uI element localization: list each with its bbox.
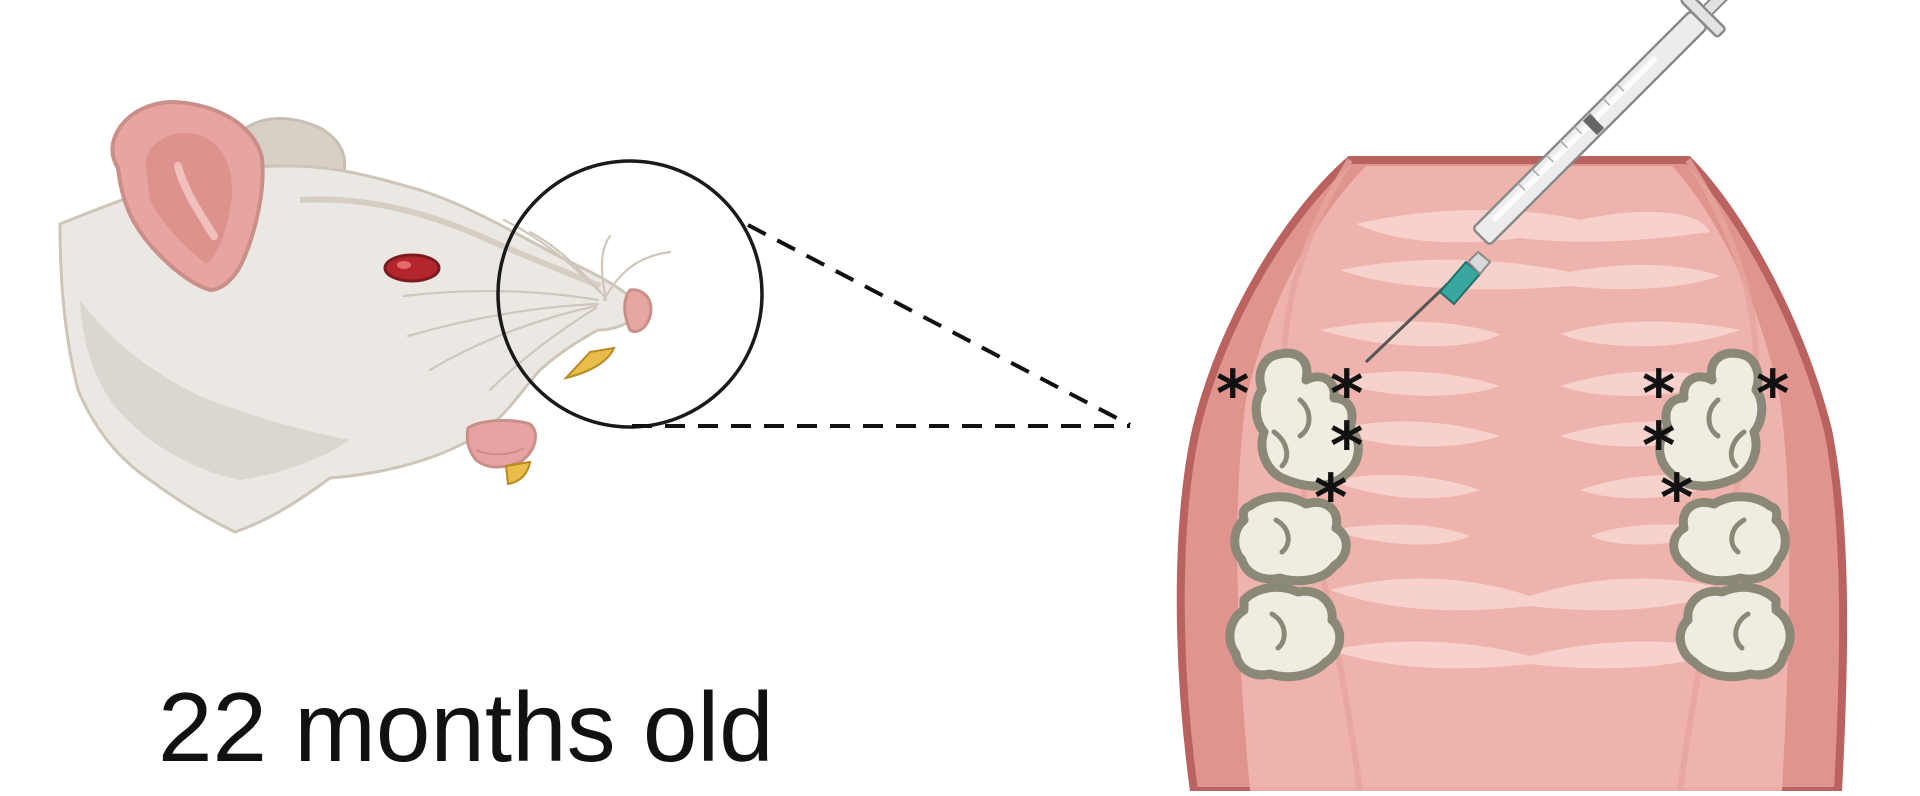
rat-illustration bbox=[58, 99, 672, 534]
syringe-icon bbox=[1364, 0, 1763, 364]
injection-markers: * * * * * * * * bbox=[1216, 358, 1789, 536]
magnifier-circle bbox=[496, 159, 764, 429]
palate-illustration bbox=[1176, 156, 1848, 795]
injection-marker: * bbox=[1330, 410, 1363, 484]
injection-marker: * bbox=[1756, 358, 1789, 432]
injection-marker: * bbox=[1314, 462, 1347, 536]
injection-marker: * bbox=[1216, 358, 1249, 432]
palatal-rugae bbox=[1320, 209, 1740, 669]
injection-marker: * bbox=[1660, 462, 1693, 536]
age-caption: 22 months old bbox=[158, 672, 774, 782]
zoom-connector-lines bbox=[632, 223, 1131, 428]
injection-marker: * bbox=[1642, 358, 1675, 432]
eye-icon bbox=[383, 253, 441, 283]
injection-marker: * bbox=[1642, 410, 1675, 484]
injection-marker: * bbox=[1330, 358, 1363, 432]
right-molars bbox=[1655, 348, 1795, 682]
